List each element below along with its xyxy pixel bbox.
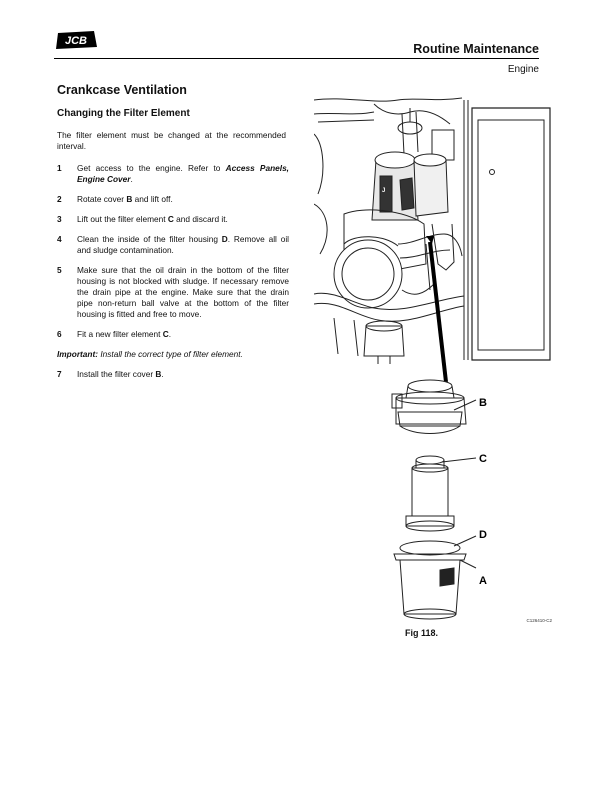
filter-figure: J	[314, 94, 554, 623]
callout-leader-a	[459, 559, 477, 569]
header-subtitle: Engine	[507, 64, 539, 75]
callout-b: B	[479, 397, 487, 409]
filter-housing-d	[393, 540, 467, 620]
step-text: Get access to the engine. Refer to Acces…	[77, 163, 289, 184]
step-text: Clean the inside of the filter housing D…	[77, 234, 290, 255]
header-divider	[54, 58, 539, 59]
image-code: C126410-C2	[526, 618, 552, 623]
important-text: Install the correct type of filter eleme…	[98, 349, 243, 359]
step-text: Lift out the filter element C and discar…	[77, 214, 228, 224]
jcb-logo-text: JCB	[65, 35, 87, 47]
step-7: 7 Install the filter cover B.	[57, 369, 289, 380]
step-2: 2 Rotate cover B and lift off.	[57, 194, 289, 205]
callout-d: D	[479, 529, 487, 541]
step-5: 5 Make sure that the oil drain in the bo…	[57, 265, 289, 320]
step-text: Rotate cover B and lift off.	[77, 194, 173, 204]
step-text: Make sure that the oil drain in the bott…	[77, 265, 289, 319]
step-text: Install the filter cover B.	[77, 369, 164, 379]
step-number: 1	[57, 163, 62, 173]
filter-element-c	[405, 455, 455, 532]
important-note: Important: Install the correct type of f…	[57, 349, 289, 360]
intro-paragraph: The filter element must be changed at th…	[57, 130, 286, 151]
procedure-steps: 1 Get access to the engine. Refer to Acc…	[57, 163, 289, 389]
important-label: Important:	[57, 349, 99, 359]
step-number: 4	[57, 234, 62, 244]
step-number: 6	[57, 329, 62, 339]
section-title: Crankcase Ventilation	[57, 83, 187, 97]
cross-reference-link: Access Panels, Engine Cover	[77, 163, 289, 184]
subsection-title: Changing the Filter Element	[57, 108, 190, 119]
callout-leader-c	[441, 457, 477, 463]
step-number: 7	[57, 369, 62, 379]
header-title: Routine Maintenance	[413, 42, 539, 56]
engine-illustration: J	[314, 94, 554, 383]
svg-text:J: J	[382, 188, 385, 194]
callout-leader-d	[453, 535, 477, 547]
filter-cover-b	[391, 379, 467, 434]
step-number: 5	[57, 265, 62, 275]
step-6: 6 Fit a new filter element C.	[57, 329, 289, 340]
jcb-logo: JCB	[56, 31, 97, 49]
figure-caption: Fig 118.	[405, 628, 439, 638]
callout-a: A	[479, 575, 487, 587]
step-number: 2	[57, 194, 62, 204]
step-1: 1 Get access to the engine. Refer to Acc…	[57, 163, 289, 185]
callout-leader-b	[453, 399, 477, 411]
callout-c: C	[479, 453, 487, 465]
step-number: 3	[57, 214, 62, 224]
step-text: Fit a new filter element C.	[77, 329, 172, 339]
step-4: 4 Clean the inside of the filter housing…	[57, 234, 289, 256]
step-3: 3 Lift out the filter element C and disc…	[57, 214, 289, 225]
